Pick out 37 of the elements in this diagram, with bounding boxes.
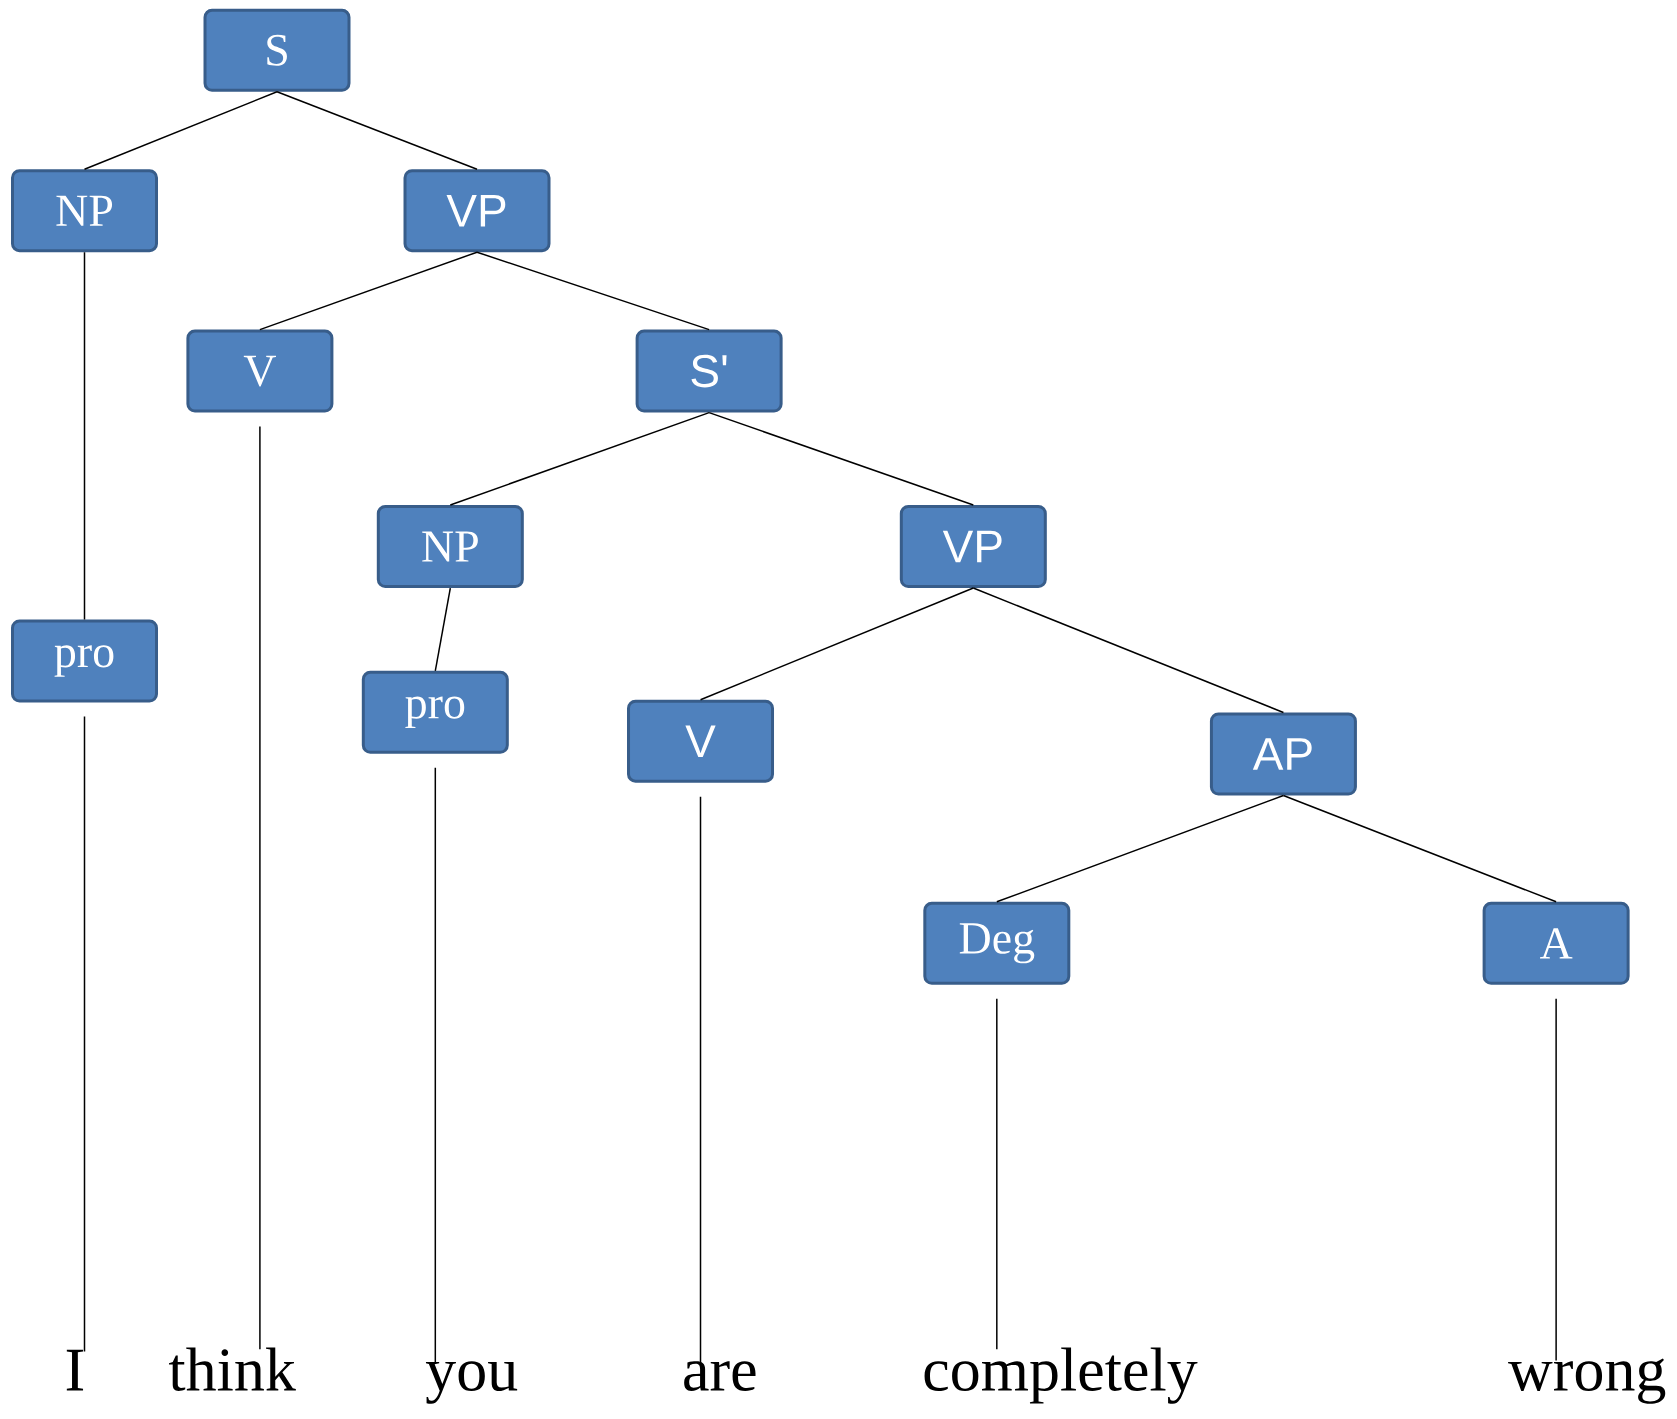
word: you: [425, 1361, 518, 1404]
word: are: [684, 1361, 756, 1392]
tree-branch: [476, 251, 710, 331]
label-box: S': [635, 329, 783, 413]
label-box: A: [1482, 901, 1630, 985]
tree-branch: [83, 715, 86, 1353]
tree-branch: [259, 251, 478, 331]
word: think: [169, 1347, 296, 1392]
tree-branch: [1282, 794, 1557, 903]
word: I: [66, 1349, 84, 1391]
tree-branch: [996, 998, 998, 1350]
tree-branch: [276, 91, 478, 170]
label-box: VP: [899, 505, 1047, 588]
tree-branch: [996, 794, 1285, 903]
label-box: V: [186, 329, 334, 413]
label-box: AP: [1209, 712, 1357, 796]
label-box: S: [203, 8, 351, 92]
label-box: V: [627, 699, 774, 783]
tree-branch: [449, 411, 710, 506]
tree-branch: [699, 587, 975, 701]
tree-branch: [434, 767, 437, 1364]
tree-branch: [434, 587, 452, 672]
label-box: Deg: [923, 901, 1071, 985]
tree-branch: [83, 251, 86, 621]
word: wrong: [1508, 1358, 1666, 1404]
tree-branch: [83, 91, 278, 170]
label-box: VP: [403, 169, 551, 253]
label-box: pro: [361, 670, 509, 754]
tree-branch: [708, 411, 975, 506]
word: completely: [924, 1347, 1198, 1404]
tree-branch: [972, 587, 1285, 714]
tree-branch: [699, 795, 702, 1364]
tree-branch: [1555, 998, 1557, 1362]
tree-branch: [259, 425, 261, 1350]
label-box: pro: [11, 619, 158, 703]
label-box: NP: [376, 505, 524, 588]
label-box: NP: [11, 169, 158, 253]
